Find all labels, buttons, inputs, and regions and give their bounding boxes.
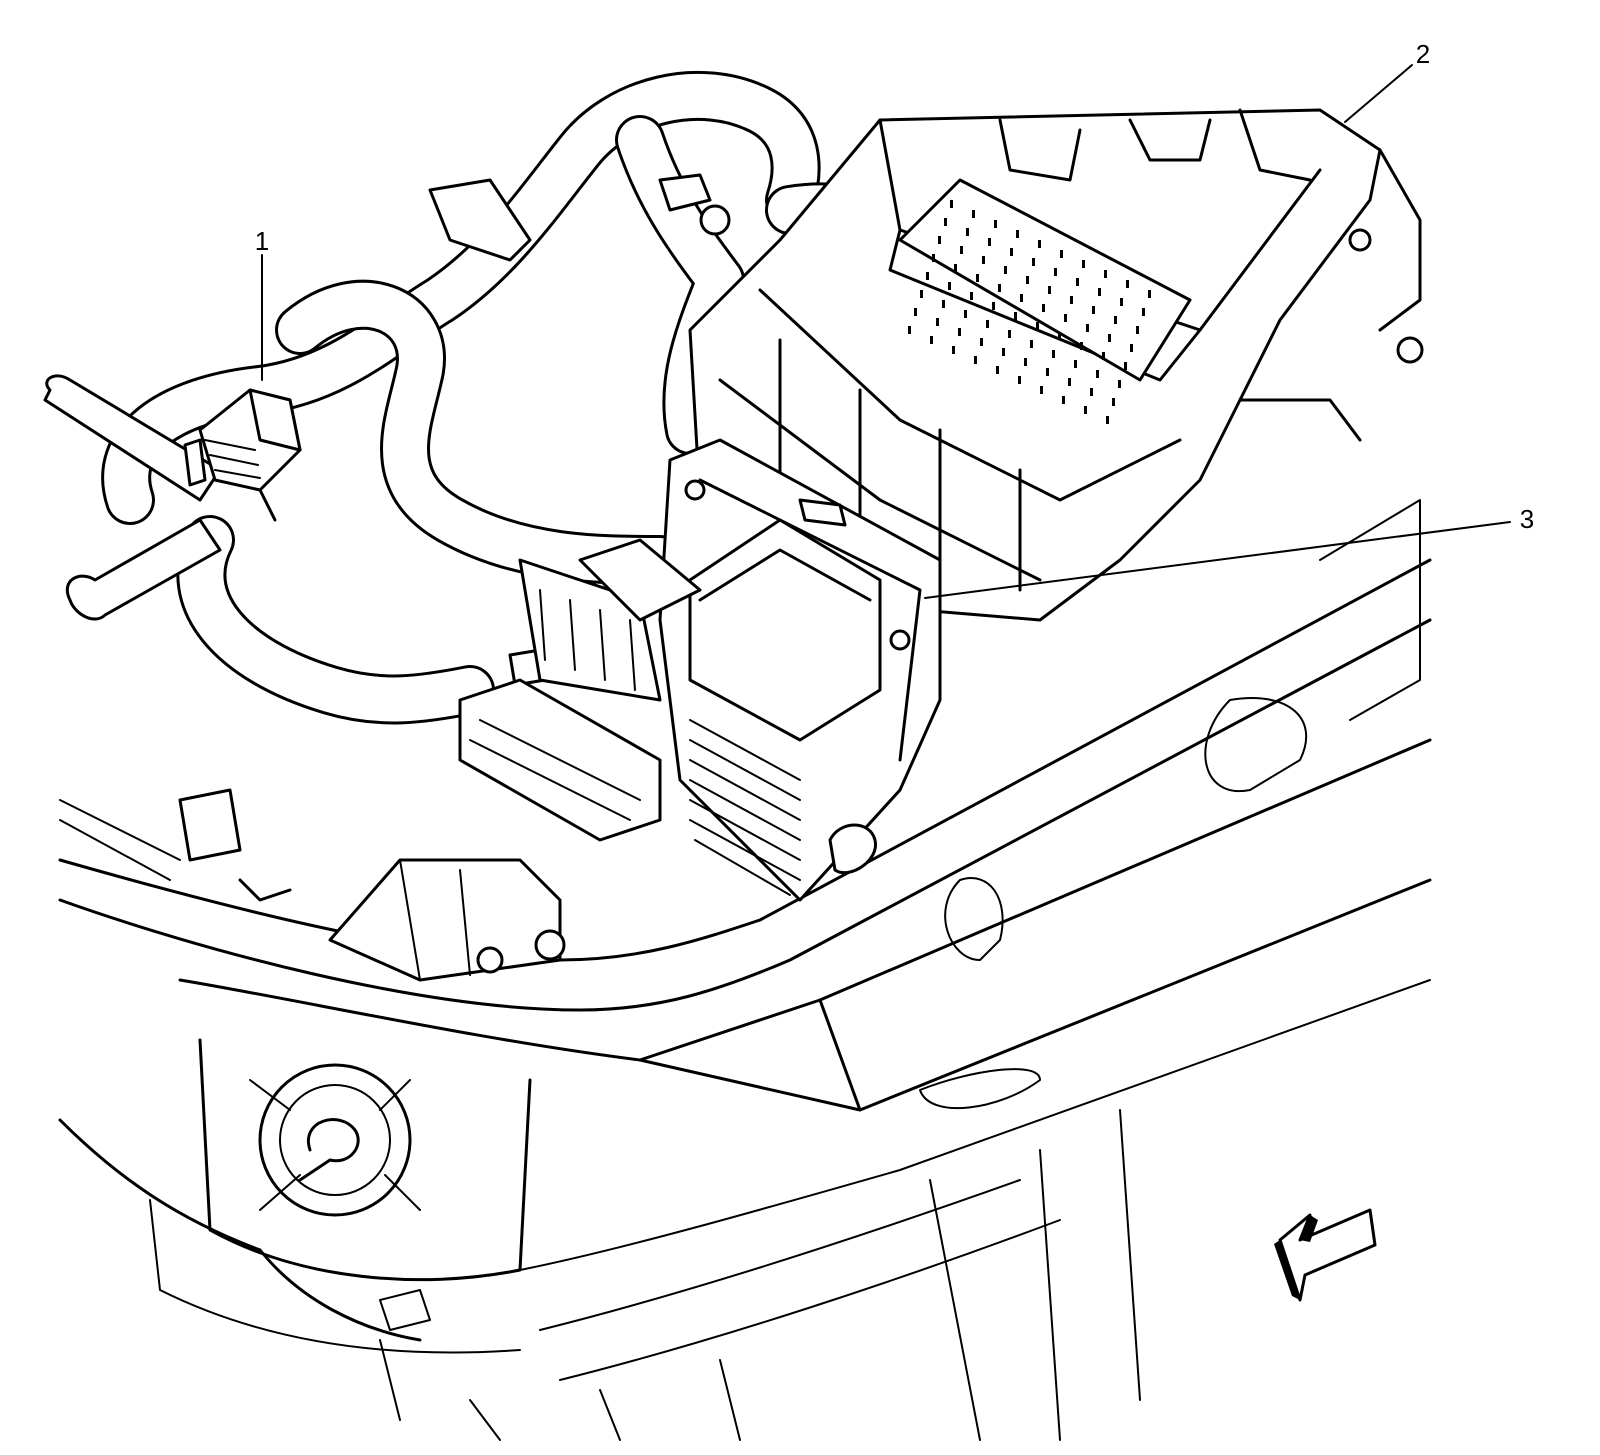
fuse-slot — [954, 264, 957, 272]
fuse-slot — [1046, 368, 1049, 376]
fuse-slot — [944, 218, 947, 226]
fuse-slot — [976, 274, 979, 282]
fuse-slot — [970, 292, 973, 300]
fuse-slot — [1142, 308, 1145, 316]
lower-connectors — [458, 538, 702, 842]
fuse-slot — [1020, 294, 1023, 302]
fuse-slot — [948, 282, 951, 290]
leader-line-3 — [924, 521, 1511, 599]
fuse-slot — [972, 210, 975, 218]
fuse-slot — [1104, 270, 1107, 278]
fuse-slot — [1062, 396, 1065, 404]
fuse-slot — [1060, 250, 1063, 258]
fuse-slot — [1096, 370, 1099, 378]
fuse-slot — [988, 238, 991, 246]
fuse-slot — [1016, 230, 1019, 238]
fuse-slot — [1064, 314, 1067, 322]
fuse-slot — [1106, 416, 1109, 424]
fuse-slot — [1040, 386, 1043, 394]
fuse-slot — [1120, 298, 1123, 306]
access-hole — [249, 1063, 421, 1217]
callout-leaders — [261, 64, 1511, 599]
fuse-slot — [986, 320, 989, 328]
fuse-slot — [1084, 406, 1087, 414]
fuse-slot — [932, 254, 935, 262]
fuse-slot — [1098, 288, 1101, 296]
fuse-slot — [1082, 260, 1085, 268]
fuse-slot — [1070, 296, 1073, 304]
fuse-slot — [1026, 276, 1029, 284]
fuse-slot — [1090, 388, 1093, 396]
connector-component-1 — [183, 388, 302, 522]
fuse-slot — [980, 338, 983, 346]
fuse-slot — [926, 272, 929, 280]
fuse-block-component-2 — [688, 108, 1424, 622]
fuse-slot — [1126, 280, 1129, 288]
fuse-slot — [1148, 290, 1151, 298]
fuse-slot — [1036, 322, 1039, 330]
fuse-slot — [936, 318, 939, 326]
fuse-slot — [1014, 312, 1017, 320]
callout-label-3: 3 — [1520, 504, 1534, 534]
fuse-slot — [1004, 266, 1007, 274]
lower-actuator — [59, 788, 566, 982]
forward-direction-arrow-icon — [1274, 1208, 1377, 1302]
fuse-grid — [908, 200, 1151, 424]
fuse-slot — [1002, 348, 1005, 356]
fuse-slot — [996, 366, 999, 374]
fuse-slot — [1068, 378, 1071, 386]
fuse-slot — [1018, 376, 1021, 384]
fuse-slot — [998, 284, 1001, 292]
fuse-slot — [1086, 324, 1089, 332]
fuse-slot — [960, 246, 963, 254]
fuse-slot — [1118, 380, 1121, 388]
fuse-slot — [1010, 248, 1013, 256]
callout-label-2: 2 — [1416, 39, 1430, 69]
fuse-slot — [964, 310, 967, 318]
fuse-slot — [914, 308, 917, 316]
fuse-slot — [1054, 268, 1057, 276]
fuse-slot — [1080, 342, 1083, 350]
fuse-slot — [1108, 334, 1111, 342]
fuse-slot — [1130, 344, 1133, 352]
fuse-slot — [1076, 278, 1079, 286]
fuse-slot — [1114, 316, 1117, 324]
fuse-slot — [974, 356, 977, 364]
fuse-slot — [1124, 362, 1127, 370]
fuse-slot — [930, 336, 933, 344]
fuse-slot — [1024, 358, 1027, 366]
fuse-slot — [920, 290, 923, 298]
fuse-slot — [994, 220, 997, 228]
fuse-slot — [1112, 398, 1115, 406]
fuse-slot — [1048, 286, 1051, 294]
fuse-slot — [1008, 330, 1011, 338]
fuse-slot — [1038, 240, 1041, 248]
leader-line-2 — [1344, 64, 1413, 123]
fuse-slot — [1042, 304, 1045, 312]
fuse-slot — [950, 200, 953, 208]
fuse-slot — [1058, 332, 1061, 340]
fuse-slot — [942, 300, 945, 308]
fuse-slot — [1074, 360, 1077, 368]
fuse-slot — [992, 302, 995, 310]
fuse-slot — [958, 328, 961, 336]
fuse-slot — [1052, 350, 1055, 358]
fuse-slot — [966, 228, 969, 236]
body-frame — [58, 499, 1432, 1441]
fuse-slot — [982, 256, 985, 264]
fuse-slot — [1136, 326, 1139, 334]
fuse-slot — [1030, 340, 1033, 348]
fuse-slot — [908, 326, 911, 334]
callout-label-1: 1 — [255, 226, 269, 256]
fuse-slot — [952, 346, 955, 354]
control-module-component-3 — [658, 438, 942, 902]
fuse-slot — [1092, 306, 1095, 314]
fuse-slot — [1032, 258, 1035, 266]
rod — [43, 374, 222, 621]
fuse-slot — [938, 236, 941, 244]
fuse-slot — [1102, 352, 1105, 360]
